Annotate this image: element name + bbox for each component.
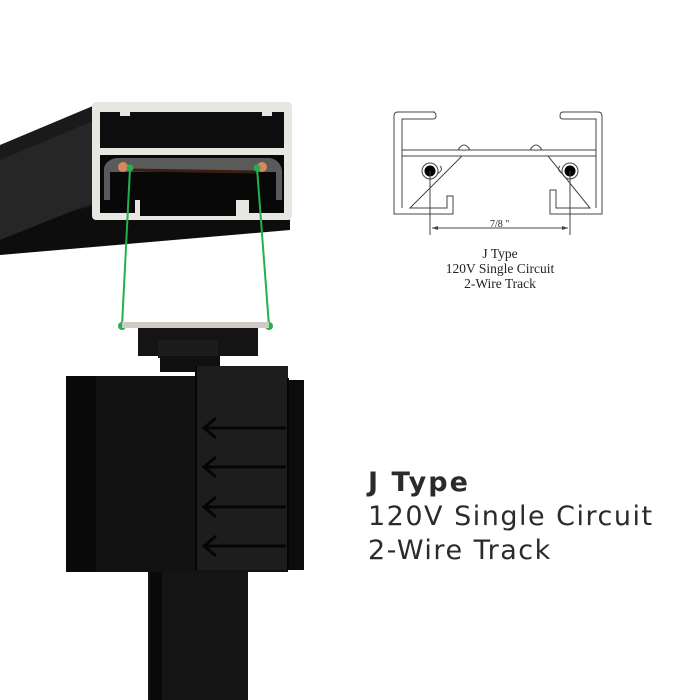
- track-cross-section-diagram: [393, 111, 603, 235]
- diagram-caption-circuit: 120V Single Circuit: [445, 261, 555, 276]
- diagram-caption: J Type 120V Single Circuit 2-Wire Track: [380, 246, 620, 291]
- diagram-caption-type: J Type: [482, 246, 518, 261]
- adapter-body: [66, 366, 304, 572]
- diagram-caption-track: 2-Wire Track: [464, 276, 536, 291]
- arrow-markings: [201, 416, 286, 558]
- product-circuit-spec: 120V Single Circuit: [368, 501, 654, 532]
- product-title-block: J Type 120V Single Circuit 2-Wire Track: [368, 466, 654, 568]
- product-heading: J Type: [368, 467, 470, 498]
- dimension-label: 7/8 ": [490, 219, 510, 230]
- copper-contact-left: [118, 162, 128, 172]
- adapter-stem: [148, 572, 248, 700]
- track-rail: [0, 102, 292, 255]
- product-track-spec: 2-Wire Track: [368, 535, 552, 566]
- adapter-head: [122, 322, 269, 372]
